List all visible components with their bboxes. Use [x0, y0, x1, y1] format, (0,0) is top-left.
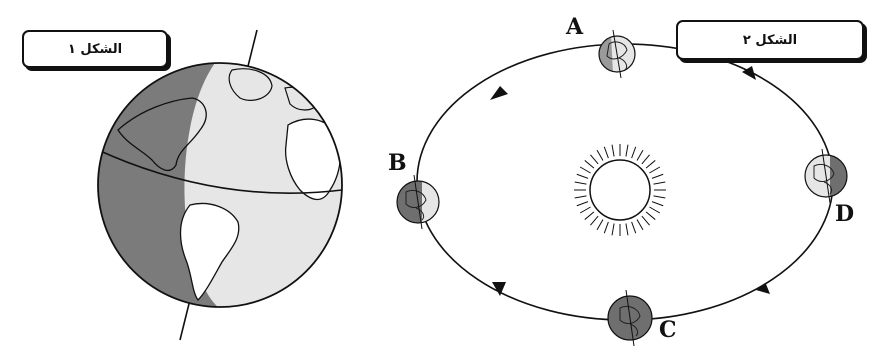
sun-ray — [574, 195, 587, 199]
sun-ray — [603, 146, 609, 159]
sun-ray — [579, 166, 591, 174]
earth-position-c — [607, 289, 653, 347]
sun-ray — [596, 149, 604, 161]
continent-south-america — [179, 202, 240, 301]
figure1-globe — [97, 29, 343, 341]
sun-ray — [651, 173, 664, 179]
sun-ray — [574, 181, 587, 185]
position-label-c: C — [659, 317, 677, 343]
sun-ray — [653, 181, 666, 185]
sun-ray — [645, 211, 656, 220]
sun-ray — [584, 211, 595, 220]
orbit-arrow-bottom-left — [492, 282, 506, 296]
globe-outline — [97, 62, 343, 308]
sun-ray — [649, 206, 661, 214]
sun-rays — [574, 144, 666, 236]
sun-ray — [611, 144, 615, 157]
earth-position-b — [396, 174, 440, 230]
continent-greenland — [228, 68, 273, 101]
sun-ray — [596, 219, 604, 231]
sun-ray — [611, 223, 615, 236]
sun-ray — [576, 173, 589, 179]
orbit-arrow-top-right — [742, 66, 756, 80]
figure1-label-text: الشكل ١ — [67, 41, 123, 57]
figure2-label-text: الشكل ٢ — [742, 32, 798, 48]
equator-line — [98, 149, 342, 194]
sun-ray — [625, 144, 629, 157]
sun-ray — [641, 154, 650, 165]
earth-position-a — [598, 29, 636, 79]
sun-ray — [636, 149, 644, 161]
sun-ray — [590, 154, 599, 165]
sun-disc — [589, 159, 651, 221]
sun-ray — [641, 215, 650, 226]
sun — [574, 144, 666, 236]
sun-ray — [625, 223, 629, 236]
sun-ray — [603, 221, 609, 234]
sun-ray — [631, 221, 637, 234]
figure2-label: الشكل ٢ — [676, 20, 864, 60]
orbit-arrow-top-left — [490, 86, 508, 100]
sun-ray — [584, 160, 595, 169]
sun-ray — [649, 166, 661, 174]
earth-position-d — [804, 148, 848, 204]
figure1-label: الشكل ١ — [22, 30, 168, 68]
position-label-b: B — [388, 150, 407, 176]
position-label-d: D — [835, 201, 855, 227]
figure2-orbit — [396, 29, 848, 347]
sun-ray — [631, 146, 637, 159]
sun-ray — [653, 195, 666, 199]
sun-ray — [590, 215, 599, 226]
position-label-a: A — [566, 14, 584, 40]
sun-ray — [579, 206, 591, 214]
orbit-arrow-bottom-right — [756, 284, 770, 294]
sun-ray — [576, 201, 589, 207]
sun-ray — [651, 201, 664, 207]
sun-ray — [636, 219, 644, 231]
continent-north-america — [117, 97, 207, 172]
sun-ray — [645, 160, 656, 169]
